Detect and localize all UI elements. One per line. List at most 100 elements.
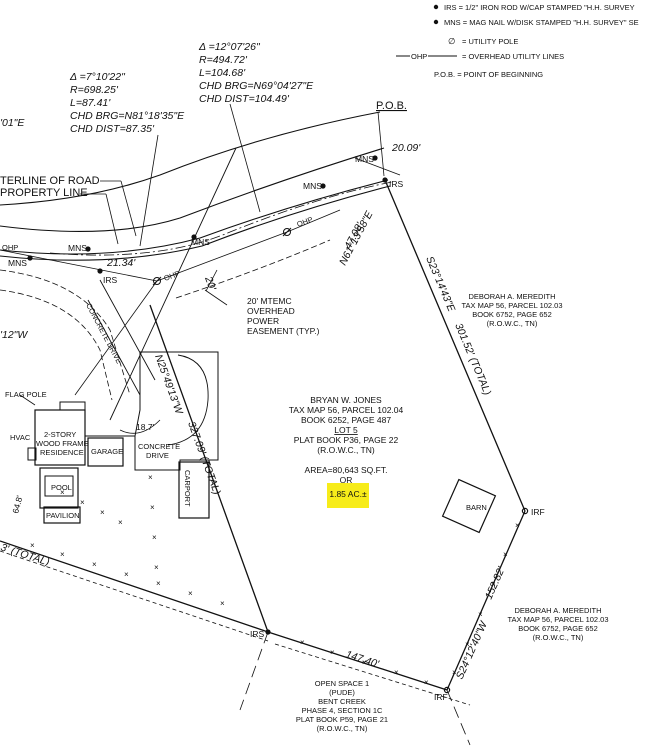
bearing-n61: N61°13'58"E — [337, 208, 376, 267]
curve1-delta: Δ =12°07'26" — [198, 41, 261, 53]
concrete-drive-diagonal-label: CONCRETE DRIVE — [84, 302, 123, 365]
utility-pole-icon — [283, 228, 291, 236]
dist-152-82: 152.82' — [483, 564, 508, 601]
curve2-radius: R=698.25' — [70, 84, 119, 96]
svg-text:×: × — [330, 648, 335, 657]
pob-label: P.O.B. — [376, 100, 407, 112]
svg-text:×: × — [478, 610, 483, 619]
svg-text:×: × — [220, 599, 225, 608]
mns-marker-icon — [372, 155, 378, 161]
svg-text:(R.O.W.C., TN): (R.O.W.C., TN) — [533, 633, 584, 642]
curve2-length: L=87.41' — [70, 97, 111, 109]
mns-label: MNS — [355, 154, 374, 164]
svg-text:PLAT BOOK P59, PAGE 21: PLAT BOOK P59, PAGE 21 — [296, 715, 388, 724]
svg-text:BENT CREEK: BENT CREEK — [318, 697, 366, 706]
garage-outline — [87, 437, 124, 467]
pool-label: POOL — [51, 483, 72, 492]
svg-text:×: × — [300, 638, 305, 647]
garage-label: GARAGE — [91, 447, 123, 456]
ohp-label: OHP — [296, 215, 314, 229]
svg-text:POWER: POWER — [247, 316, 279, 326]
irf-label: IRF — [434, 692, 448, 702]
svg-text:TAX MAP 56, PARCEL 102.03: TAX MAP 56, PARCEL 102.03 — [461, 301, 562, 310]
partial-total: 3' (TOTAL) — [0, 541, 51, 568]
lot-area: AREA=80,643 SQ.FT. — [305, 465, 388, 475]
fence-line: ×××× ×××× ×××× ×××××× ×××× ×××× — [30, 473, 520, 687]
svg-text:×: × — [503, 550, 508, 559]
svg-text:×: × — [118, 518, 123, 527]
svg-text:×: × — [148, 473, 153, 482]
lot-acres: 1.85 AC.± — [329, 489, 367, 499]
road — [0, 111, 393, 261]
hvac-unit — [27, 447, 37, 461]
concrete-drive-label-2: DRIVE — [146, 451, 169, 460]
lot-tax-map: TAX MAP 56, PARCEL 102.04 — [289, 405, 404, 415]
ohp-label: OHP — [163, 269, 181, 283]
svg-text:TAX MAP 56, PARCEL 102.03: TAX MAP 56, PARCEL 102.03 — [507, 615, 608, 624]
irs-label: IRS — [389, 179, 404, 189]
dist-64-8: 64.8' — [10, 494, 24, 514]
lot-or: OR — [340, 475, 353, 485]
carport-outline — [178, 461, 210, 519]
legend-pob: P.O.B. = POINT OF BEGINNING — [434, 70, 543, 79]
mns-marker-icon — [320, 183, 326, 189]
pool-deck — [39, 467, 79, 509]
dist-21-34: 21.34' — [106, 257, 136, 269]
svg-text:DEBORAH A. MEREDITH: DEBORAH A. MEREDITH — [468, 292, 555, 301]
svg-text:×: × — [150, 503, 155, 512]
legend-pole: = UTILITY POLE — [462, 37, 518, 46]
dist-301-52: 301.52' (TOTAL) — [452, 321, 493, 396]
svg-text:(R.O.W.C., TN): (R.O.W.C., TN) — [487, 319, 538, 328]
curve1-chord-bearing: CHD BRG=N69°04'27"E — [199, 80, 314, 92]
bearing-n25: N25°49'13"W — [152, 353, 185, 417]
lot-owner: BRYAN W. JONES — [310, 395, 382, 405]
svg-text:DEBORAH A. MEREDITH: DEBORAH A. MEREDITH — [514, 606, 601, 615]
svg-text:PHASE 4, SECTION 1C: PHASE 4, SECTION 1C — [302, 706, 383, 715]
monuments: MNS IRS MNS MNS MNS MNS IRS IRS IRF IRF — [8, 154, 545, 702]
utility-pole-icon — [153, 277, 161, 285]
barn-outline — [441, 478, 497, 534]
carport-label: CARPORT — [183, 470, 192, 507]
mns-marker-icon — [27, 255, 33, 261]
lot-rowc: (R.O.W.C., TN) — [317, 445, 375, 455]
svg-text:20' MTEMC: 20' MTEMC — [247, 296, 292, 306]
svg-text:×: × — [465, 640, 470, 649]
legend-mns: MNS = MAG NAIL W/DISK STAMPED "H.H. SURV… — [444, 18, 639, 27]
ohp-label: OHP — [2, 243, 18, 252]
open-space: OPEN SPACE 1 (PUDE) BENT CREEK PHASE 4, … — [296, 679, 388, 733]
pavilion-label: PAVILION — [46, 511, 79, 520]
dist-20-09: 20.09' — [391, 142, 421, 154]
concrete-drive-label-1: CONCRETE — [138, 442, 180, 451]
svg-text:(PUDE): (PUDE) — [329, 688, 355, 697]
svg-text:×: × — [424, 678, 429, 687]
svg-text:×: × — [60, 550, 65, 559]
lot-info: BRYAN W. JONES TAX MAP 56, PARCEL 102.04… — [289, 395, 404, 485]
structures — [19, 351, 497, 534]
irf-marker-icon — [521, 507, 529, 515]
residence-label-2: WOOD FRAME — [36, 439, 89, 448]
svg-text:×: × — [156, 579, 161, 588]
acreage-highlight — [327, 483, 369, 508]
mns-label: MNS — [191, 237, 210, 247]
curve1-radius: R=494.72' — [199, 54, 248, 66]
easement-width: 20' — [202, 274, 219, 293]
residence-label-1: 2-STORY — [44, 430, 76, 439]
svg-text:×: × — [152, 533, 157, 542]
lot-book: BOOK 6252, PAGE 487 — [301, 415, 391, 425]
neighbor-south: DEBORAH A. MEREDITH TAX MAP 56, PARCEL 1… — [507, 606, 608, 642]
svg-text:(R.O.W.C., TN): (R.O.W.C., TN) — [317, 724, 368, 733]
lot-number: LOT 5 — [334, 425, 358, 435]
pavilion-outline — [43, 506, 81, 524]
svg-text:×: × — [92, 560, 97, 569]
pool-outline — [44, 475, 74, 497]
irs-symbol-icon — [433, 4, 439, 10]
svg-text:×: × — [80, 498, 85, 507]
curve2-chord-distance: CHD DIST=87.35' — [70, 123, 155, 135]
curve1-chord-distance: CHD DIST=104.49' — [199, 93, 290, 105]
barn-label: BARN — [466, 503, 487, 512]
road-property-line-label: PROPERTY LINE — [0, 187, 88, 199]
svg-text:EASEMENT (TYP.): EASEMENT (TYP.) — [247, 326, 320, 336]
flag-pole-label: FLAG POLE — [5, 390, 47, 399]
